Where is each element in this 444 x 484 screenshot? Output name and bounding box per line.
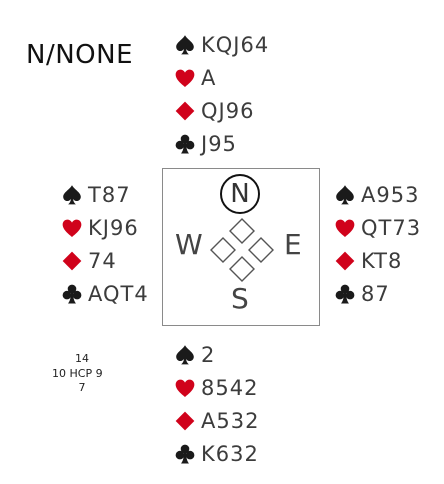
compass-north-dealer: N	[220, 174, 260, 214]
north-clubs-cards: J95	[201, 131, 237, 156]
north-hearts-row: A	[170, 61, 269, 94]
hand-south: 2 8542 A532 K632	[170, 338, 259, 470]
north-diamonds-row: QJ96	[170, 94, 269, 127]
heart-icon	[57, 216, 87, 240]
hcp-east: 9	[95, 366, 103, 380]
west-clubs-row: AQT4	[57, 277, 149, 310]
south-diamonds-cards: A532	[201, 408, 260, 433]
hcp-west: 10	[52, 366, 66, 380]
hcp-label: HCP	[69, 366, 93, 380]
east-clubs-row: 87	[330, 277, 421, 310]
west-diamonds-row: 74	[57, 244, 149, 277]
west-diamonds-cards: 74	[88, 248, 117, 273]
heart-icon	[170, 66, 200, 90]
south-spades-cards: 2	[201, 342, 216, 367]
north-diamonds-cards: QJ96	[201, 98, 255, 123]
west-spades-cards: T87	[88, 182, 131, 207]
south-diamonds-row: A532	[170, 404, 259, 437]
spade-icon	[330, 183, 360, 207]
south-clubs-row: K632	[170, 437, 259, 470]
compass-east: E	[284, 228, 302, 261]
east-hearts-row: QT73	[330, 211, 421, 244]
compass: N W E S	[162, 168, 320, 326]
hcp-north-row: 14	[52, 352, 112, 367]
club-icon	[330, 282, 360, 306]
spade-icon	[170, 343, 200, 367]
east-spades-row: A953	[330, 178, 421, 211]
club-icon	[57, 282, 87, 306]
west-hearts-row: KJ96	[57, 211, 149, 244]
hand-west: T87 KJ96 74 AQT4	[57, 178, 149, 310]
heart-icon	[330, 216, 360, 240]
east-hearts-cards: QT73	[361, 215, 422, 240]
hcp-south-row: 7	[52, 381, 112, 396]
spade-icon	[170, 33, 200, 57]
hcp-north: 14	[75, 352, 89, 365]
north-spades-row: KQJ64	[170, 28, 269, 61]
vulnerability-diamonds-icon	[210, 218, 274, 282]
west-hearts-cards: KJ96	[88, 215, 139, 240]
west-spades-row: T87	[57, 178, 149, 211]
south-hearts-cards: 8542	[201, 375, 259, 400]
spade-icon	[57, 183, 87, 207]
hcp-summary: 14 10 HCP 9 7	[52, 352, 112, 396]
south-spades-row: 2	[170, 338, 259, 371]
west-clubs-cards: AQT4	[88, 281, 149, 306]
north-clubs-row: J95	[170, 127, 269, 160]
diamond-icon	[170, 99, 200, 123]
deal-info: N/NONE	[26, 40, 133, 70]
hand-north: KQJ64 A QJ96 J95	[170, 28, 269, 160]
east-diamonds-cards: KT8	[361, 248, 403, 273]
club-icon	[170, 442, 200, 466]
east-diamonds-row: KT8	[330, 244, 421, 277]
diamond-icon	[330, 249, 360, 273]
hcp-middle-row: 10 HCP 9	[52, 367, 112, 382]
south-hearts-row: 8542	[170, 371, 259, 404]
south-clubs-cards: K632	[201, 441, 259, 466]
north-spades-cards: KQJ64	[201, 32, 270, 57]
compass-west: W	[175, 228, 203, 261]
hcp-south: 7	[78, 381, 86, 395]
east-spades-cards: A953	[361, 182, 420, 207]
heart-icon	[170, 376, 200, 400]
east-clubs-cards: 87	[361, 281, 390, 306]
diamond-icon	[170, 409, 200, 433]
compass-south: S	[231, 282, 249, 315]
north-hearts-cards: A	[201, 65, 217, 90]
hand-east: A953 QT73 KT8 87	[330, 178, 421, 310]
diamond-icon	[57, 249, 87, 273]
club-icon	[170, 132, 200, 156]
